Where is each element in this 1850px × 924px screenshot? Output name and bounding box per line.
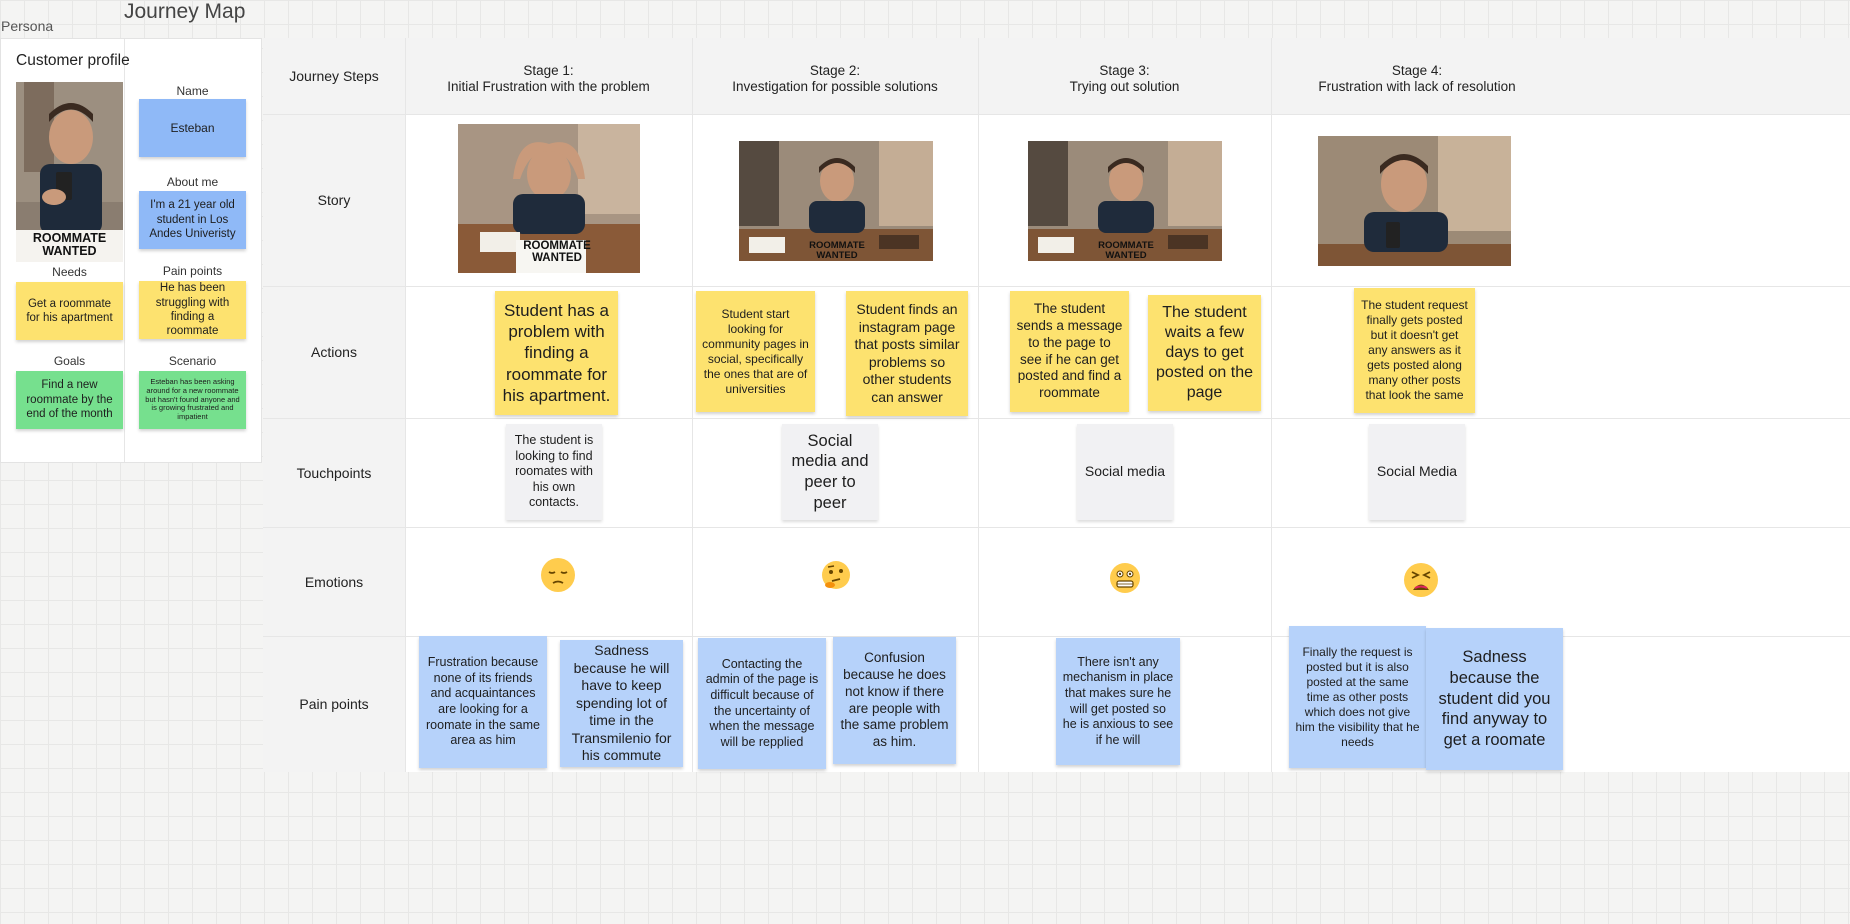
row-divider: [263, 418, 1850, 419]
pain-sticky-7[interactable]: Sadness because the student did you find…: [1426, 628, 1563, 770]
story-sign-2: ROOMMATE WANTED: [809, 240, 865, 261]
pain-sticky-5[interactable]: There isn't any mechanism in place that …: [1056, 638, 1180, 765]
row-label-journey-steps: Journey Steps: [289, 68, 379, 84]
stage-2-number: Stage 2:: [809, 63, 861, 78]
profile-column-divider: [124, 39, 125, 462]
stage-3-header: Stage 3: Trying out solution: [978, 63, 1271, 95]
profile-photo-sign: ROOMMATE WANTED: [32, 231, 107, 258]
row-label-pain-points: Pain points: [299, 696, 369, 712]
scenario-label: Scenario: [168, 354, 217, 368]
grimacing-face-icon: [1109, 562, 1141, 594]
goals-label: Goals: [53, 354, 86, 368]
action-sticky-5[interactable]: The student waits a few days to get post…: [1148, 295, 1261, 411]
profile-pain-sticky[interactable]: He has been struggling with finding a ro…: [139, 281, 246, 339]
goals-sticky[interactable]: Find a new roommate by the end of the mo…: [16, 371, 123, 429]
stage-1-header: Stage 1: Initial Frustration with the pr…: [405, 63, 692, 95]
pain-sticky-3[interactable]: Contacting the admin of the page is diff…: [698, 638, 826, 769]
row-divider: [263, 286, 1850, 287]
stage-2-header: Stage 2: Investigation for possible solu…: [692, 63, 978, 95]
row-divider: [263, 527, 1850, 528]
row-label-story: Story: [317, 192, 351, 208]
pensive-face-icon: [540, 557, 576, 593]
action-sticky-6[interactable]: The student request finally gets posted …: [1354, 288, 1475, 413]
story-sign-1: ROOMMATE WANTED: [523, 240, 591, 264]
row-label-actions: Actions: [311, 344, 357, 360]
row-divider: [263, 636, 1850, 637]
row-label-emotions: Emotions: [304, 573, 364, 590]
pain-sticky-6[interactable]: Finally the request is posted but it is …: [1289, 626, 1426, 768]
touchpoint-card-4[interactable]: Social Media: [1369, 424, 1465, 520]
stage-header-band: [405, 38, 1850, 114]
name-label: Name: [176, 84, 209, 98]
tired-face-icon: [1403, 562, 1439, 598]
story-image-2[interactable]: [739, 141, 933, 261]
action-sticky-1[interactable]: Student has a problem with finding a roo…: [495, 291, 618, 415]
about-sticky[interactable]: I'm a 21 year old student in Los Andes U…: [139, 191, 246, 249]
story-image-3[interactable]: [1028, 141, 1222, 261]
needs-label: Needs: [52, 265, 87, 279]
pain-sticky-4[interactable]: Confusion because he does not know if th…: [833, 637, 956, 764]
action-sticky-2[interactable]: Student start looking for community page…: [696, 291, 815, 412]
stage-1-title: Initial Frustration with the problem: [447, 79, 650, 95]
stage-2-title: Investigation for possible solutions: [732, 79, 938, 95]
action-sticky-4[interactable]: The student sends a message to the page …: [1010, 291, 1129, 412]
touchpoint-card-2[interactable]: Social media and peer to peer: [782, 424, 878, 520]
row-label-touchpoints: Touchpoints: [296, 464, 372, 481]
scenario-sticky[interactable]: Esteban has been asking around for a new…: [139, 371, 246, 429]
stage-3-number: Stage 3:: [1099, 63, 1150, 78]
profile-photo: [16, 82, 123, 262]
page-title: Journey Map: [124, 0, 246, 23]
column-divider: [978, 38, 979, 772]
row-label-column: [263, 38, 405, 772]
pain-sticky-2[interactable]: Sadness because he will have to keep spe…: [560, 640, 683, 767]
story-sign-3: ROOMMATE WANTED: [1098, 240, 1154, 261]
stage-3-title: Trying out solution: [1069, 79, 1180, 95]
stage-4-number: Stage 4:: [1391, 63, 1443, 78]
profile-pain-label: Pain points: [162, 264, 223, 278]
thinking-face-icon: [821, 560, 851, 590]
action-sticky-3[interactable]: Student finds an instagram page that pos…: [846, 291, 968, 416]
needs-sticky[interactable]: Get a roommate for his apartment: [16, 282, 123, 340]
stage-4-header: Stage 4: Frustration with lack of resolu…: [1271, 63, 1563, 95]
touchpoint-card-3[interactable]: Social media: [1077, 424, 1173, 520]
stage-4-title: Frustration with lack of resolution: [1318, 79, 1516, 95]
name-sticky[interactable]: Esteban: [139, 99, 246, 157]
row-divider: [263, 114, 1850, 115]
story-image-4[interactable]: [1318, 136, 1511, 266]
frame-label-persona: Persona: [1, 18, 54, 34]
column-divider: [692, 38, 693, 772]
column-divider: [405, 38, 406, 772]
touchpoint-card-1[interactable]: The student is looking to find roomates …: [506, 424, 602, 520]
story-image-1[interactable]: [458, 124, 640, 273]
column-divider: [1271, 38, 1272, 772]
stage-1-number: Stage 1:: [523, 63, 574, 78]
profile-heading: Customer profile: [16, 52, 130, 69]
pain-sticky-1[interactable]: Frustration because none of its friends …: [419, 636, 547, 768]
about-label: About me: [166, 175, 219, 189]
